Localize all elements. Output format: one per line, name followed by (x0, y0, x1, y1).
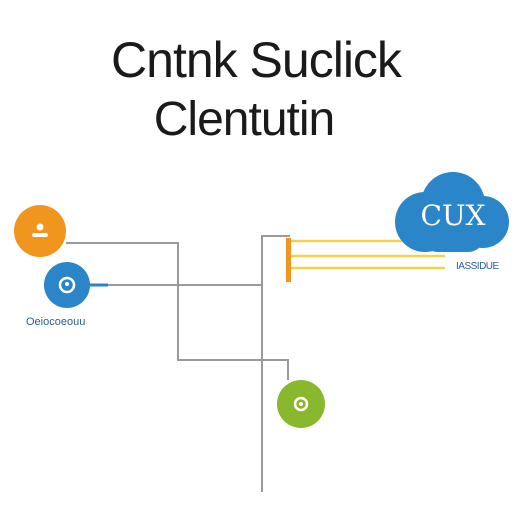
hub-bar (286, 238, 291, 282)
wire-blue-to-hub (108, 235, 290, 286)
diagram-title: Cntnk Suclick (111, 32, 402, 88)
orange-node (14, 205, 66, 257)
cloud-icon (395, 172, 509, 252)
diagram-subtitle: Clentutin (153, 93, 335, 146)
user-icon (58, 276, 76, 294)
ring-icon (293, 396, 309, 412)
wire-orange-to-center (66, 242, 289, 380)
cloud-label: CUX (420, 199, 486, 232)
green-node (277, 380, 325, 428)
person-icon (32, 223, 48, 237)
left-node-label: Oeiocoeouu (26, 316, 86, 328)
right-link-label: IASSIDUE (456, 261, 499, 272)
blue-node (44, 262, 90, 308)
